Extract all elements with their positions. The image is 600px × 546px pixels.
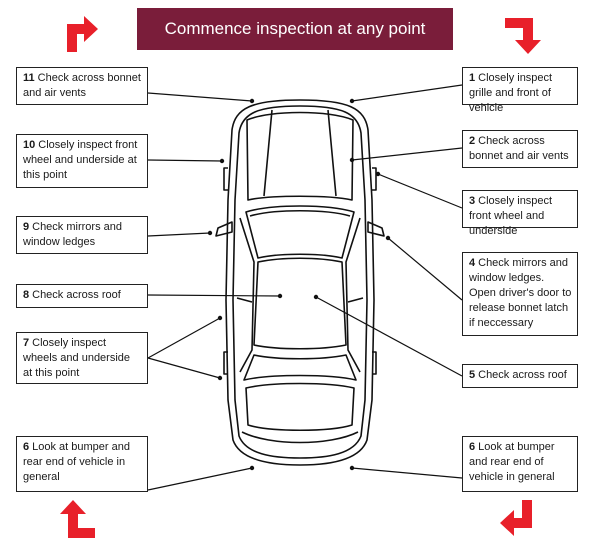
car-top-view [215,99,385,466]
step-text: Closely inspect front wheel and undersid… [23,139,138,181]
arrow-bottom-left-icon [60,500,95,538]
step-text: Check across roof [32,289,121,301]
step-number: 2 [469,135,476,147]
arrow-bottom-right-icon [500,500,532,536]
step-text: Look at bumper and rear end of vehicle i… [469,441,555,483]
step-number: 8 [23,289,30,301]
step-text: Check across roof [478,369,567,381]
step-text: Look at bumper and rear end of vehicle i… [23,441,130,483]
leader-dots [207,98,391,471]
step-text: Check across bonnet and air vents [469,135,569,162]
arrow-top-right-icon [505,18,541,54]
step-text: Closely inspect grille and front of vehi… [469,72,553,114]
step-number: 7 [23,337,30,349]
step-text: Check mirrors and window ledges [23,221,122,248]
step-number: 1 [469,72,476,84]
step-text: Closely inspect front wheel and undersid… [469,195,553,237]
step-text: Check mirrors and window ledges. Open dr… [469,257,572,329]
step-number: 3 [469,195,476,207]
step-number: 9 [23,221,30,233]
step-number: 5 [469,369,476,381]
banner-title: Commence inspection at any point [137,8,453,50]
step-number: 6 [23,441,30,453]
leader-lines [147,84,463,491]
arrow-top-left-icon [67,16,98,52]
step-text: Closely inspect wheels and underside at … [23,337,131,379]
step-number: 10 [23,139,36,151]
step-number: 4 [469,257,476,269]
step-number: 6 [469,441,476,453]
step-text: Check across bonnet and air vents [23,72,141,99]
step-number: 11 [23,72,35,84]
